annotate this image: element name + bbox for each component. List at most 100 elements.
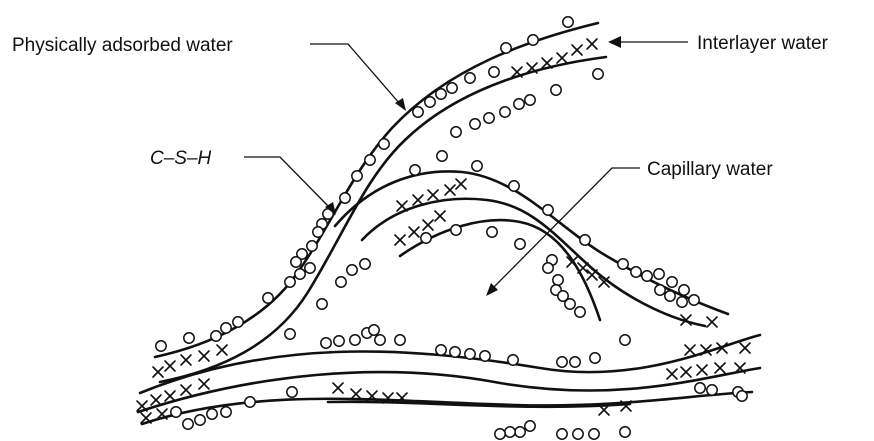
adsorbed-water-circle — [736, 390, 748, 402]
interlayer-water-cross — [422, 219, 434, 231]
adsorbed-water-circle — [556, 428, 568, 440]
arrow-head-csh — [325, 202, 336, 215]
adsorbed-water-circle — [666, 276, 678, 288]
interlayer-water-cross — [734, 362, 746, 374]
adsorbed-water-circle — [569, 356, 581, 368]
adsorbed-water-circle — [619, 426, 631, 438]
interlayer-water-cross — [571, 44, 583, 56]
adsorbed-water-circles — [155, 16, 748, 440]
adsorbed-water-circle — [306, 240, 318, 252]
adsorbed-water-circle — [676, 296, 688, 308]
interlayer-water-cross — [680, 366, 692, 378]
adsorbed-water-circle — [312, 226, 324, 238]
adsorbed-water-circle — [524, 94, 536, 106]
adsorbed-water-circle — [507, 354, 519, 366]
adsorbed-water-circle — [394, 334, 406, 346]
label-csh: C–S–H — [150, 148, 212, 169]
adsorbed-water-circle — [420, 232, 432, 244]
adsorbed-water-circle — [333, 335, 345, 347]
interlayer-water-cross — [586, 38, 598, 50]
adsorbed-water-circle — [483, 112, 495, 124]
adsorbed-water-circle — [182, 418, 194, 430]
adsorbed-water-circle — [579, 234, 591, 246]
adsorbed-water-circle — [542, 204, 554, 216]
csh-sheet-lower-3 — [140, 390, 754, 426]
adsorbed-water-circle — [588, 428, 600, 440]
adsorbed-water-circle — [469, 118, 481, 130]
adsorbed-water-circle — [446, 82, 458, 94]
interlayer-water-cross — [541, 57, 553, 69]
pointer-line-physically-adsorbed — [310, 43, 401, 105]
adsorbed-water-circle — [552, 274, 564, 286]
adsorbed-water-circle — [210, 330, 222, 342]
interlayer-water-cross — [164, 360, 176, 372]
interlayer-water-cross — [350, 388, 362, 400]
adsorbed-water-circle — [564, 298, 576, 310]
adsorbed-water-circle — [359, 258, 371, 270]
adsorbed-water-circle — [557, 290, 569, 302]
interlayer-water-cross — [526, 62, 538, 74]
adsorbed-water-circle — [424, 96, 436, 108]
adsorbed-water-circle — [232, 316, 244, 328]
adsorbed-water-circle — [435, 88, 447, 100]
interlayer-water-cross — [180, 354, 192, 366]
interlayer-water-cross — [714, 362, 726, 374]
interlayer-water-cross — [434, 210, 446, 222]
interlayer-water-cross — [427, 189, 439, 201]
interlayer-water-cross — [716, 342, 728, 354]
adsorbed-water-circle — [170, 406, 182, 418]
csh-sheet-hump-inner — [398, 218, 602, 322]
adsorbed-water-circle — [286, 386, 298, 398]
interlayer-water-cross — [511, 66, 523, 78]
csh-sheet-lower-2 — [136, 366, 762, 414]
interlayer-water-cross — [620, 400, 632, 412]
interlayer-water-cross — [394, 234, 406, 246]
interlayer-water-cross — [739, 342, 751, 354]
adsorbed-water-circle — [494, 428, 506, 440]
adsorbed-water-circle — [471, 160, 483, 172]
adsorbed-water-circle — [486, 226, 498, 238]
adsorbed-water-circle — [464, 348, 476, 360]
adsorbed-water-circle — [678, 284, 690, 296]
adsorbed-water-circle — [619, 334, 631, 346]
label-pointers — [244, 36, 688, 296]
adsorbed-water-circle — [364, 154, 376, 166]
adsorbed-water-circle — [412, 106, 424, 118]
label-capillary-water: Capillary water — [647, 159, 773, 180]
interlayer-water-cross — [198, 378, 210, 390]
interlayer-water-cross — [396, 200, 408, 212]
adsorbed-water-circle — [450, 224, 462, 236]
interlayer-water-cross — [408, 226, 420, 238]
interlayer-water-cross — [164, 390, 176, 402]
interlayer-water-cross — [332, 382, 344, 394]
adsorbed-water-circle — [572, 428, 584, 440]
adsorbed-water-circle — [654, 284, 666, 296]
interlayer-water-cross — [140, 412, 152, 424]
interlayer-water-crosses — [136, 38, 751, 424]
adsorbed-water-circle — [574, 306, 586, 318]
adsorbed-water-circle — [500, 42, 512, 54]
interlayer-water-cross — [156, 408, 168, 420]
adsorbed-water-circle — [368, 324, 380, 336]
adsorbed-water-circle — [592, 68, 604, 80]
interlayer-water-cross — [666, 368, 678, 380]
adsorbed-water-circle — [409, 164, 421, 176]
arrow-head-physically-adsorbed — [395, 98, 406, 111]
adsorbed-water-circle — [641, 270, 653, 282]
adsorbed-water-circle — [183, 332, 195, 344]
label-physically-adsorbed-water: Physically adsorbed water — [12, 35, 233, 56]
adsorbed-water-circle — [349, 334, 361, 346]
interlayer-water-cross — [577, 262, 589, 274]
interlayer-water-cross — [150, 394, 162, 406]
interlayer-water-cross — [396, 392, 408, 404]
adsorbed-water-circle — [488, 66, 500, 78]
adsorbed-water-circle — [514, 238, 526, 250]
adsorbed-water-circle — [542, 262, 554, 274]
interlayer-water-cross — [455, 178, 467, 190]
adsorbed-water-circle — [220, 322, 232, 334]
interlayer-water-cross — [680, 314, 692, 326]
adsorbed-water-circle — [290, 256, 302, 268]
adsorbed-water-circle — [206, 408, 218, 420]
